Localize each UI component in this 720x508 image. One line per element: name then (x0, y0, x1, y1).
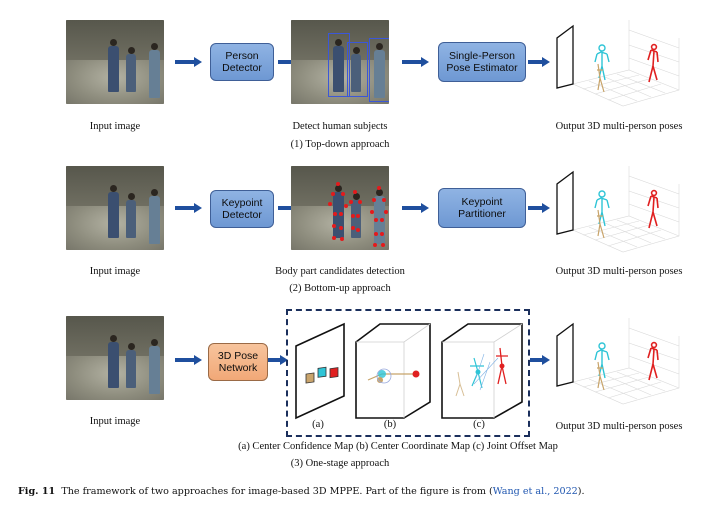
panel-label-c: (c) (473, 419, 485, 430)
output-label-2: Output 3D multi-person poses (555, 266, 683, 277)
arrow-1c (402, 57, 429, 67)
person-detector-box: Person Detector (210, 43, 274, 81)
panel-label-b: (b) (383, 419, 397, 430)
one-stage-maps-container (286, 309, 530, 437)
input-image-2 (66, 166, 164, 250)
caption-citation-link[interactable]: Wang et al., 2022 (492, 486, 578, 497)
approach-label-3: (3) One-stage approach (290, 458, 390, 469)
keypoint-image (291, 166, 389, 250)
center-coordinate-map-panel (355, 323, 431, 419)
center-confidence-map-panel (295, 322, 345, 420)
confidence-blob-red (329, 367, 339, 379)
caption-end: ). (577, 486, 585, 497)
keypoint-detector-box: Keypoint Detector (210, 190, 274, 228)
arrow-2d (528, 203, 550, 213)
output-label-1: Output 3D multi-person poses (555, 121, 683, 132)
maps-label: (a) Center Confidence Map (b) Center Coo… (238, 441, 558, 452)
input-image-label-3: Input image (89, 416, 141, 427)
arrow-1a (175, 57, 202, 67)
approach-label-1: (1) Top-down approach (290, 139, 390, 150)
confidence-blob-cyan (317, 366, 327, 378)
arrow-3b (268, 355, 288, 365)
input-image-1 (66, 20, 164, 104)
single-person-pose-estimator-box: Single-Person Pose Estimator (438, 42, 526, 82)
arrow-1d (528, 57, 550, 67)
keypoint-partitioner-box: Keypoint Partitioner (438, 188, 526, 228)
output-label-3: Output 3D multi-person poses (555, 421, 683, 432)
figure-caption: Fig. 11 The framework of two approaches … (18, 486, 708, 497)
input-image-3 (66, 316, 164, 400)
approach-label-2: (2) Bottom-up approach (289, 283, 391, 294)
3d-pose-network-box: 3D Pose Network (208, 343, 268, 381)
bbox-2 (347, 42, 368, 97)
input-image-label-2: Input image (89, 266, 141, 277)
confidence-blob-tan (305, 372, 315, 384)
arrow-2c (402, 203, 429, 213)
output-3d-plot-1 (556, 20, 680, 107)
caption-text: The framework of two approaches for imag… (61, 486, 493, 497)
output-3d-plot-3 (556, 318, 680, 405)
figure-number: Fig. 11 (18, 486, 56, 497)
bbox-1 (328, 33, 350, 97)
input-image-label-1: Input image (89, 121, 141, 132)
detection-image (291, 20, 389, 104)
bbox-3 (369, 38, 389, 102)
middle-label-2: Body part candidates detection (275, 266, 405, 277)
joint-offset-map-panel (441, 323, 523, 419)
arrow-3c (530, 355, 550, 365)
middle-label-1: Detect human subjects (292, 121, 388, 132)
arrow-3a (175, 355, 202, 365)
keypoint-dots (328, 182, 388, 247)
arrow-2a (175, 203, 202, 213)
panel-label-a: (a) (312, 419, 324, 430)
output-3d-plot-2 (556, 166, 680, 253)
